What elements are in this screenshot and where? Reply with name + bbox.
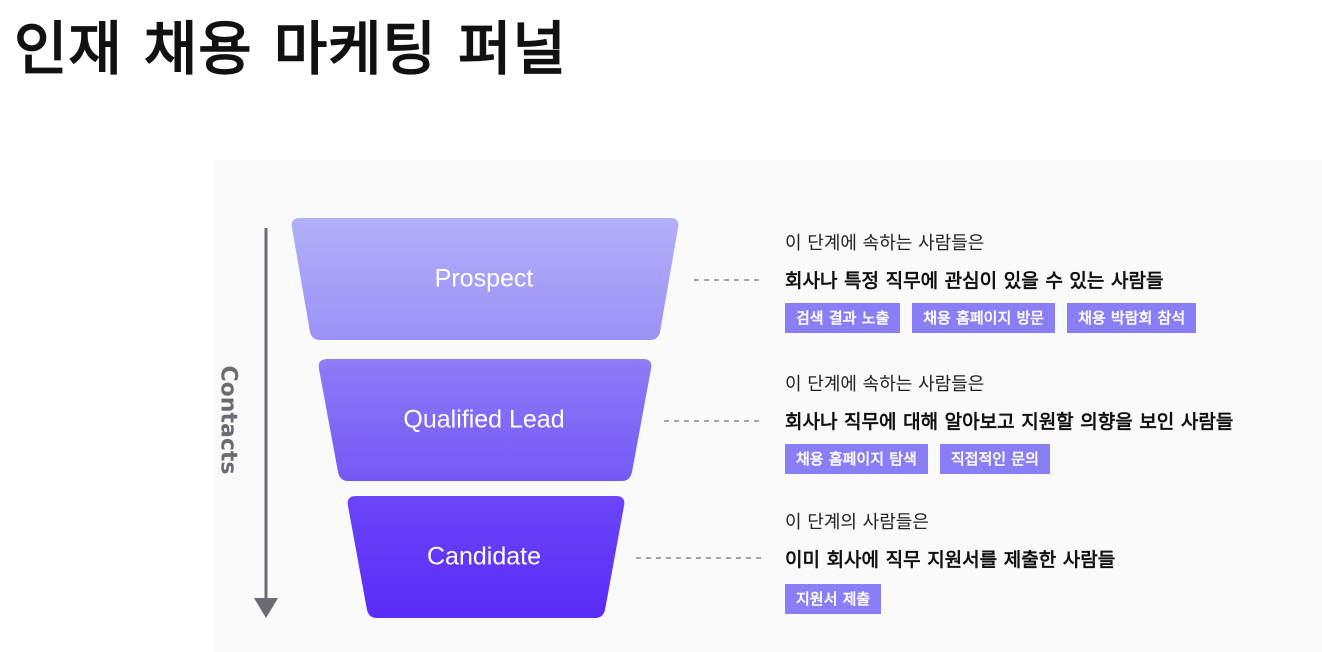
axis-arrow-head [254, 598, 278, 618]
page-title: 인재 채용 마케팅 퍼널 [14, 15, 567, 83]
stage-description-prospect: 회사나 특정 직무에 관심이 있을 수 있는 사람들 [785, 270, 1164, 292]
stage-lead-candidate: 이 단계의 사람들은 [785, 512, 929, 533]
stage-label-prospect: Prospect [434, 264, 534, 293]
stage-lead-qualified-lead: 이 단계에 속하는 사람들은 [785, 374, 985, 395]
stage-lead-prospect: 이 단계에 속하는 사람들은 [785, 233, 985, 254]
axis-label-contacts: Contacts [215, 365, 241, 475]
stage-label-qualified-lead: Qualified Lead [403, 405, 565, 434]
tag-list-prospect: 검색 결과 노출 채용 홈페이지 방문 채용 박람회 참석 [785, 303, 1197, 333]
tag-list-candidate: 지원서 제출 [785, 584, 882, 614]
tag: 직접적인 문의 [939, 444, 1050, 474]
tag: 지원서 제출 [785, 584, 882, 614]
funnel-stage-prospect [291, 218, 679, 340]
stage-label-candidate: Candidate [427, 542, 541, 571]
tag-list-qualified-lead: 채용 홈페이지 탐색 직접적인 문의 [785, 444, 1050, 474]
tag: 검색 결과 노출 [785, 303, 901, 333]
stage-description-candidate: 이미 회사에 직무 지원서를 제출한 사람들 [785, 549, 1116, 571]
funnel-stage-qualified-lead [318, 359, 652, 481]
funnel-stage-candidate [347, 496, 625, 618]
tag: 채용 홈페이지 방문 [912, 303, 1056, 333]
tag: 채용 박람회 참석 [1067, 303, 1197, 333]
stage-description-qualified-lead: 회사나 직무에 대해 알아보고 지원할 의향을 보인 사람들 [785, 411, 1234, 433]
tag: 채용 홈페이지 탐색 [785, 444, 928, 474]
